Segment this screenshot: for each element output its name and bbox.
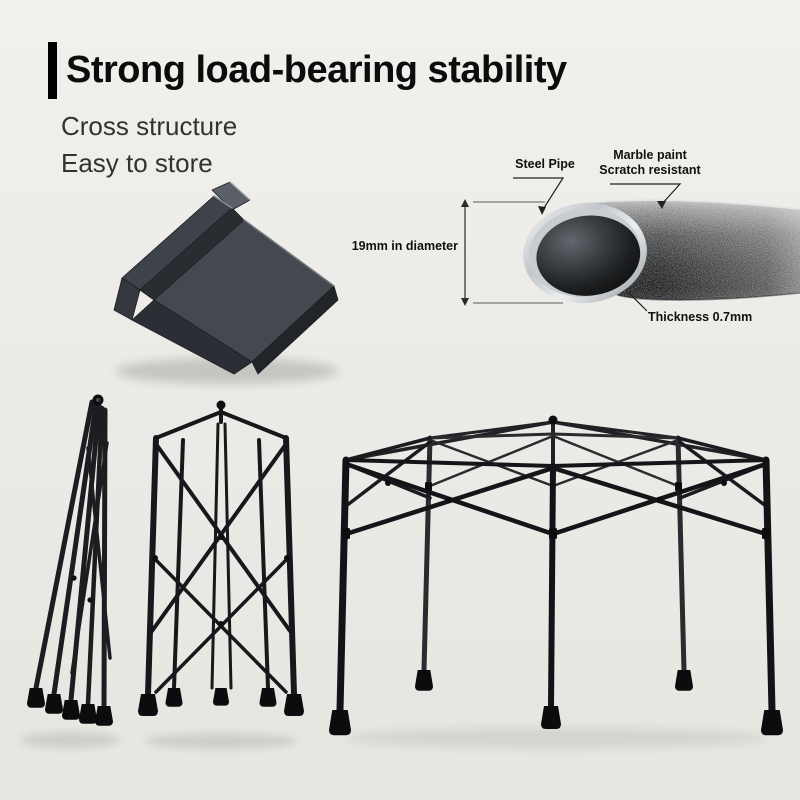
folded-tabletop-illustration — [113, 181, 339, 384]
page-title: Strong load-bearing stability — [66, 49, 567, 91]
pipe-cross-section-diagram — [461, 177, 800, 312]
open-frame-shadow — [344, 728, 768, 748]
half-open-frame-feet — [138, 688, 304, 716]
subtitle-line-1: Cross structure — [61, 111, 238, 141]
folded-frame-shadow — [20, 732, 120, 748]
half-open-frame-poles — [145, 404, 297, 697]
half-open-frame-illustration — [138, 400, 304, 749]
subtitle-block: Cross structure Easy to store — [61, 108, 567, 182]
tabletop-highlights — [213, 181, 335, 287]
folded-frame-joints — [71, 394, 104, 603]
thickness-label: Thickness 0.7mm — [648, 310, 753, 324]
open-frame-joints — [342, 415, 770, 539]
folded-frame-illustration — [20, 394, 120, 748]
subtitle-line-2: Easy to store — [61, 148, 213, 178]
marble-paint-line-2: Scratch resistant — [599, 163, 701, 177]
half-open-frame-shadow — [145, 733, 297, 749]
title-accent-bar — [48, 42, 57, 99]
half-open-frame-joints — [152, 400, 290, 627]
diameter-dimension-line — [461, 199, 563, 306]
open-frame-illustration — [329, 415, 783, 748]
title-row: Strong load-bearing stability — [48, 42, 567, 99]
folded-frame-poles — [33, 399, 112, 709]
heading-block: Strong load-bearing stability Cross stru… — [48, 42, 567, 182]
open-frame-legs — [336, 456, 776, 714]
marble-paint-label: Marble paint Scratch resistant — [586, 148, 714, 178]
diameter-label: 19mm in diameter — [351, 239, 458, 253]
steel-pipe-label: Steel Pipe — [515, 157, 575, 171]
marble-paint-line-1: Marble paint — [613, 148, 687, 162]
tabletop-shadow — [115, 358, 339, 384]
open-frame-front-face — [343, 458, 769, 537]
open-frame-feet — [329, 670, 783, 736]
steel-pipe-leader-line — [513, 177, 565, 215]
pipe-opening — [523, 202, 647, 304]
open-frame-roof — [344, 418, 768, 468]
marble-paint-leader-line — [610, 183, 682, 209]
thickness-leader-line — [627, 291, 648, 312]
tabletop-panels — [113, 181, 339, 375]
